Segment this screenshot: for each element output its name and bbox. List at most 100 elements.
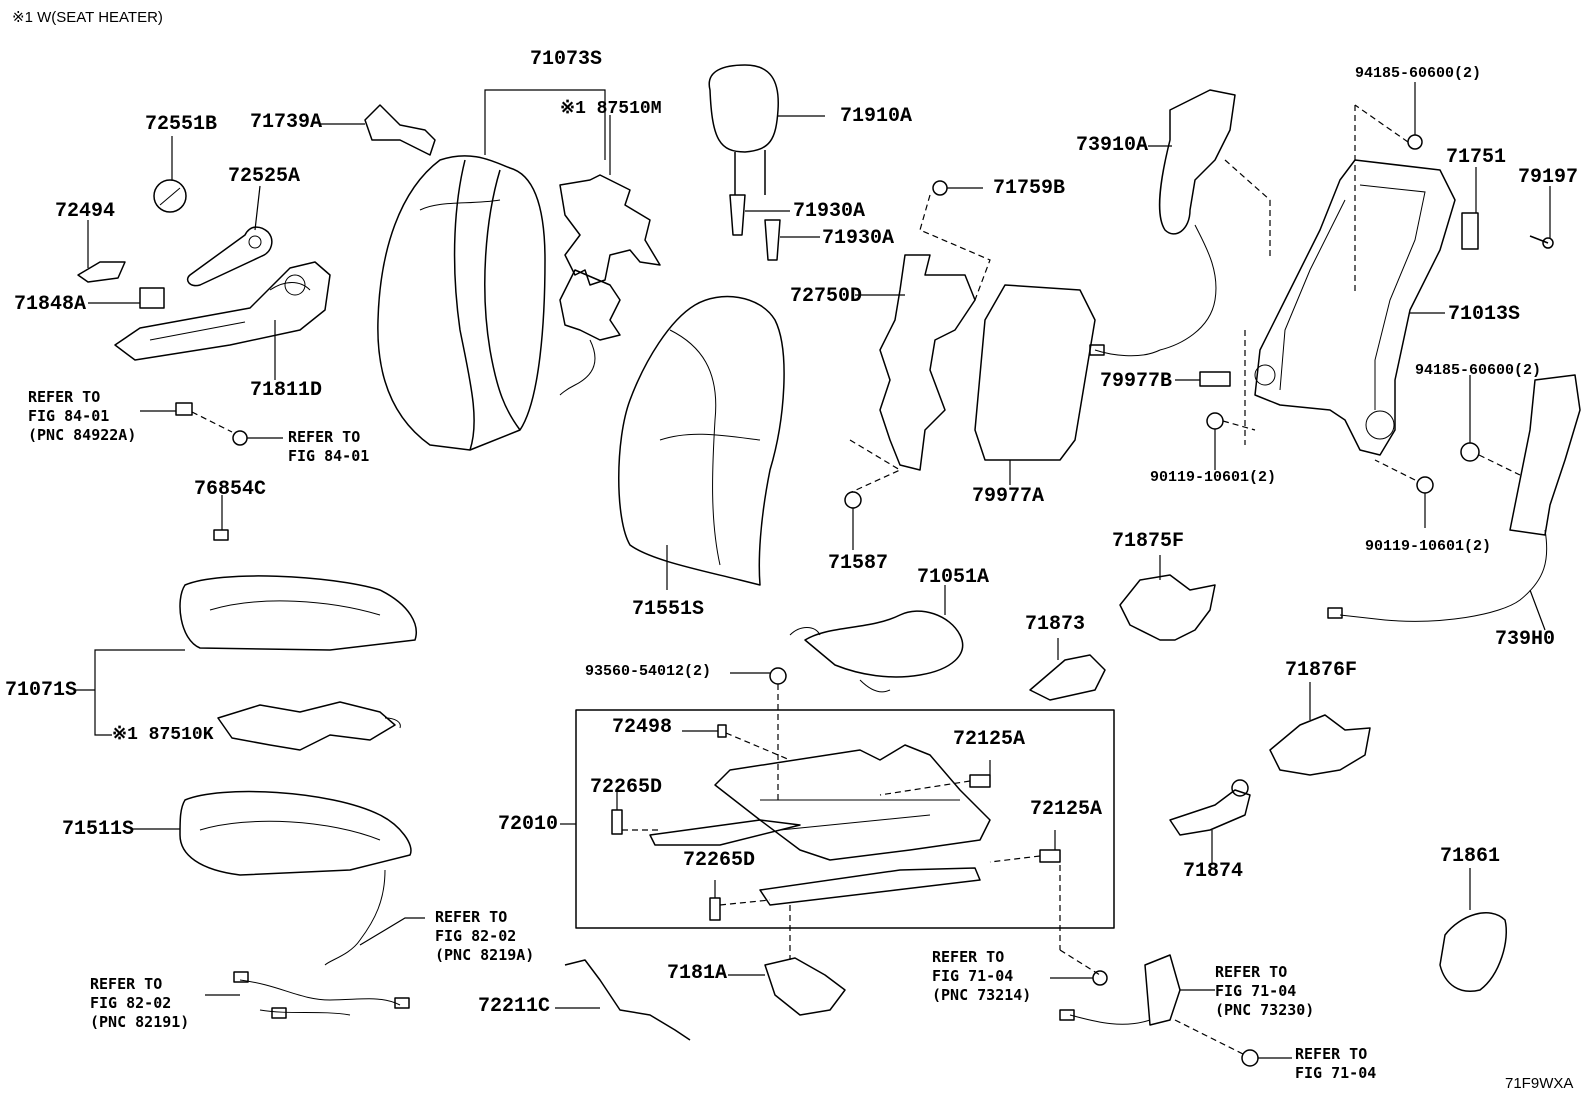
side-airbag-739H0-drawing <box>1327 374 1581 631</box>
part-76854C-drawing <box>213 495 229 541</box>
label-72750D[interactable]: 72750D <box>790 285 863 308</box>
label-71071S[interactable]: 71071S <box>5 679 78 702</box>
label-71930A-lower[interactable]: 71930A <box>822 227 895 250</box>
label-71848A[interactable]: 71848A <box>14 293 87 316</box>
refer-line: REFER TO <box>1295 1045 1368 1063</box>
label-71910A[interactable]: 71910A <box>840 105 913 128</box>
label-72125A-lower[interactable]: 72125A <box>1030 798 1103 821</box>
refer-fig82-02-pnc8219A[interactable]: REFER TO FIG 82-02 (PNC 8219A) <box>435 908 534 965</box>
bolt-93560-drawing <box>730 667 787 800</box>
label-71013S[interactable]: 71013S <box>1448 303 1521 326</box>
harness-71051A-drawing <box>789 585 964 693</box>
label-94185-upper[interactable]: 94185-60600(2) <box>1355 65 1482 82</box>
part-71751-drawing <box>1461 167 1479 250</box>
clip-71739A-drawing <box>320 104 436 156</box>
part-72494-drawing <box>77 220 126 283</box>
headrest-guides-drawing <box>729 194 820 261</box>
seat-belt-buckle-drawing <box>1050 865 1292 1067</box>
label-71051A[interactable]: 71051A <box>917 566 990 589</box>
label-71739A[interactable]: 71739A <box>250 111 323 134</box>
label-71875F[interactable]: 71875F <box>1112 530 1185 553</box>
refer-line: REFER TO <box>90 975 163 993</box>
label-71811D[interactable]: 71811D <box>250 379 323 402</box>
label-71873[interactable]: 71873 <box>1025 613 1086 636</box>
refer-fig82-02-pnc82191[interactable]: REFER TO FIG 82-02 (PNC 82191) <box>90 975 189 1032</box>
label-79977B[interactable]: 79977B <box>1100 370 1173 393</box>
label-90119-left[interactable]: 90119-10601(2) <box>1150 469 1277 486</box>
label-72125A-upper[interactable]: 72125A <box>953 728 1026 751</box>
label-72010[interactable]: 72010 <box>498 813 559 836</box>
refer-fig84-01[interactable]: REFER TO FIG 84-01 <box>288 428 369 466</box>
label-71587[interactable]: 71587 <box>828 552 889 575</box>
label-71759B[interactable]: 71759B <box>993 177 1066 200</box>
refer-line: FIG 71-04 <box>1295 1064 1377 1082</box>
label-71751[interactable]: 71751 <box>1446 146 1507 169</box>
clip-fig84-drawing <box>140 402 283 446</box>
figure-code: 71F9WXA <box>1505 1075 1574 1092</box>
label-94185-lower[interactable]: 94185-60600(2) <box>1415 362 1542 379</box>
refer-line: REFER TO <box>28 388 101 406</box>
airbag-73910A-drawing <box>1089 89 1271 357</box>
bolts-90119-drawing <box>1206 412 1434 528</box>
label-72525A[interactable]: 72525A <box>228 165 301 188</box>
label-87510K[interactable]: ※1 87510K <box>112 725 214 745</box>
refer-fig84-01-pnc84922A[interactable]: REFER TO FIG 84-01 (PNC 84922A) <box>28 388 136 445</box>
label-73910A[interactable]: 73910A <box>1076 134 1149 157</box>
label-76854C[interactable]: 76854C <box>194 478 267 501</box>
lever-72525A-drawing <box>186 185 273 287</box>
label-90119-right[interactable]: 90119-10601(2) <box>1365 538 1492 555</box>
cushion-cover-drawing <box>75 575 417 736</box>
seatback-frame-drawing <box>1244 105 1456 456</box>
rod-72211C-drawing <box>555 959 691 1041</box>
nuts-94185-drawing <box>1354 82 1521 476</box>
refer-fig71-04-pnc73214[interactable]: REFER TO FIG 71-04 (PNC 73214) <box>932 948 1031 1005</box>
leader-71073S <box>484 89 606 160</box>
refer-line: FIG 84-01 <box>28 407 110 425</box>
label-72498[interactable]: 72498 <box>612 716 673 739</box>
label-71930A-upper[interactable]: 71930A <box>793 200 866 223</box>
refer-line: REFER TO <box>1215 963 1288 981</box>
label-72211C[interactable]: 72211C <box>478 995 551 1018</box>
label-72494[interactable]: 72494 <box>55 200 116 223</box>
seatback-pad-drawing <box>618 295 785 590</box>
refer-line: FIG 82-02 <box>435 927 517 945</box>
label-71551S[interactable]: 71551S <box>632 598 705 621</box>
header-note: ※1 W(SEAT HEATER) <box>12 9 163 26</box>
part-79977B-drawing <box>1175 371 1231 387</box>
label-71876F[interactable]: 71876F <box>1285 659 1358 682</box>
label-71511S[interactable]: 71511S <box>62 818 135 841</box>
part-71873-drawing <box>1029 638 1106 701</box>
label-79977A[interactable]: 79977A <box>972 485 1045 508</box>
refer-line: FIG 82-02 <box>90 994 172 1012</box>
refer-line: (PNC 8219A) <box>435 946 535 964</box>
cushion-heater-drawing <box>217 701 401 751</box>
refer-fig71-04[interactable]: REFER TO FIG 71-04 <box>1295 1045 1376 1083</box>
headrest-drawing <box>708 64 825 195</box>
seatback-heater-drawing <box>559 115 661 396</box>
part-71861-drawing <box>1439 868 1507 992</box>
part-71874-drawing <box>1169 779 1251 865</box>
refer-fig71-04-pnc73230[interactable]: REFER TO FIG 71-04 (PNC 73230) <box>1215 963 1314 1020</box>
label-71073S[interactable]: 71073S <box>530 48 603 71</box>
refer-line: FIG 84-01 <box>288 447 370 465</box>
cap-72551B-drawing <box>153 136 187 213</box>
refer-line: REFER TO <box>435 908 508 926</box>
side-shield-71811D-drawing <box>114 261 331 380</box>
seat-track-box <box>560 709 1115 929</box>
part-79197-drawing <box>1529 186 1554 249</box>
refer-line: REFER TO <box>288 428 361 446</box>
label-739H0[interactable]: 739H0 <box>1495 628 1556 651</box>
refer-line: (PNC 82191) <box>90 1013 190 1031</box>
label-71874[interactable]: 71874 <box>1183 860 1244 883</box>
label-79197[interactable]: 79197 <box>1518 166 1579 189</box>
label-93560-54012[interactable]: 93560-54012(2) <box>585 663 712 680</box>
label-72265D-left[interactable]: 72265D <box>590 776 663 799</box>
refer-line: FIG 71-04 <box>1215 982 1297 1000</box>
label-71861[interactable]: 71861 <box>1440 845 1501 868</box>
harness-82-drawing <box>205 917 425 1019</box>
label-72265D-bottom[interactable]: 72265D <box>683 849 756 872</box>
label-87510M[interactable]: ※1 87510M <box>560 99 662 119</box>
lumbar-support-drawing <box>844 180 991 550</box>
label-7181A[interactable]: 7181A <box>667 962 728 985</box>
label-72551B[interactable]: 72551B <box>145 113 218 136</box>
